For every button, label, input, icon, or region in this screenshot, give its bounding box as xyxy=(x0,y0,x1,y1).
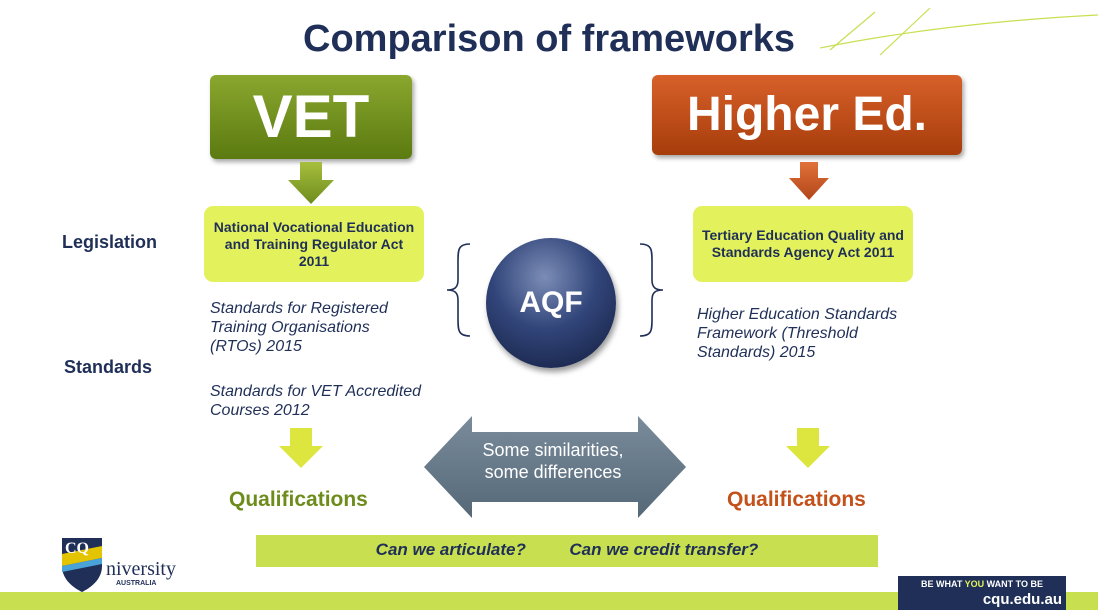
legislation-label: Legislation xyxy=(62,232,158,252)
vet-legislation-box: National Vocational Education and Traini… xyxy=(204,206,424,282)
tagline-suffix: WANT TO BE xyxy=(984,579,1044,589)
cqu-logo: CQ niversity AUSTRALIA xyxy=(60,536,230,592)
vet-standard-courses: Standards for VET Accredited Courses 201… xyxy=(210,383,422,419)
higher-ed-down-arrow xyxy=(789,162,829,200)
higher-ed-qualifications-arrow xyxy=(786,428,830,468)
credit-transfer-question: Can we credit transfer? xyxy=(569,540,759,559)
similarities-text: Some similarities, some differences xyxy=(482,440,624,482)
question-bar-text: Can we articulate? Can we credit transfe… xyxy=(256,540,878,560)
page-title: Comparison of frameworks xyxy=(303,18,795,60)
footer-badge: BE WHAT YOU WANT TO BE cqu.edu.au xyxy=(898,576,1066,610)
tagline-highlight: YOU xyxy=(964,579,985,589)
aqf-circle: AQF xyxy=(486,238,616,368)
tagline-prefix: BE WHAT xyxy=(920,579,965,589)
footer-tagline: BE WHAT YOU WANT TO BE xyxy=(902,579,1062,589)
articulate-question: Can we articulate? xyxy=(375,540,526,559)
left-brace xyxy=(446,243,471,337)
logo-country: AUSTRALIA xyxy=(116,580,157,587)
higher-ed-legislation-text: Tertiary Education Quality and Standards… xyxy=(701,227,904,260)
vet-down-arrow xyxy=(288,162,334,204)
vet-qualifications-arrow xyxy=(279,428,323,468)
higher-ed-qualifications: Qualifications xyxy=(727,488,866,511)
question-bar xyxy=(256,535,878,567)
shield-icon xyxy=(62,538,102,592)
vet-heading-box: VET xyxy=(210,75,412,159)
higher-ed-standards: Higher Education Standards Framework (Th… xyxy=(697,306,898,361)
higher-ed-heading-box: Higher Ed. xyxy=(652,75,962,155)
right-brace xyxy=(639,243,664,337)
logo-university: niversity xyxy=(106,558,176,580)
vet-standard-rto: Standards for Registered Training Organi… xyxy=(210,300,388,355)
standards-label: Standards xyxy=(64,357,153,377)
decorative-swoosh xyxy=(820,7,1098,56)
footer-url[interactable]: cqu.edu.au xyxy=(982,591,1062,608)
vet-qualifications: Qualifications xyxy=(229,488,368,511)
footer-stripe xyxy=(0,592,1098,610)
higher-ed-legislation-box: Tertiary Education Quality and Standards… xyxy=(693,206,913,282)
vet-legislation-text: National Vocational Education and Traini… xyxy=(213,218,415,269)
similarities-double-arrow xyxy=(424,416,686,518)
logo-cq: CQ xyxy=(65,540,89,557)
